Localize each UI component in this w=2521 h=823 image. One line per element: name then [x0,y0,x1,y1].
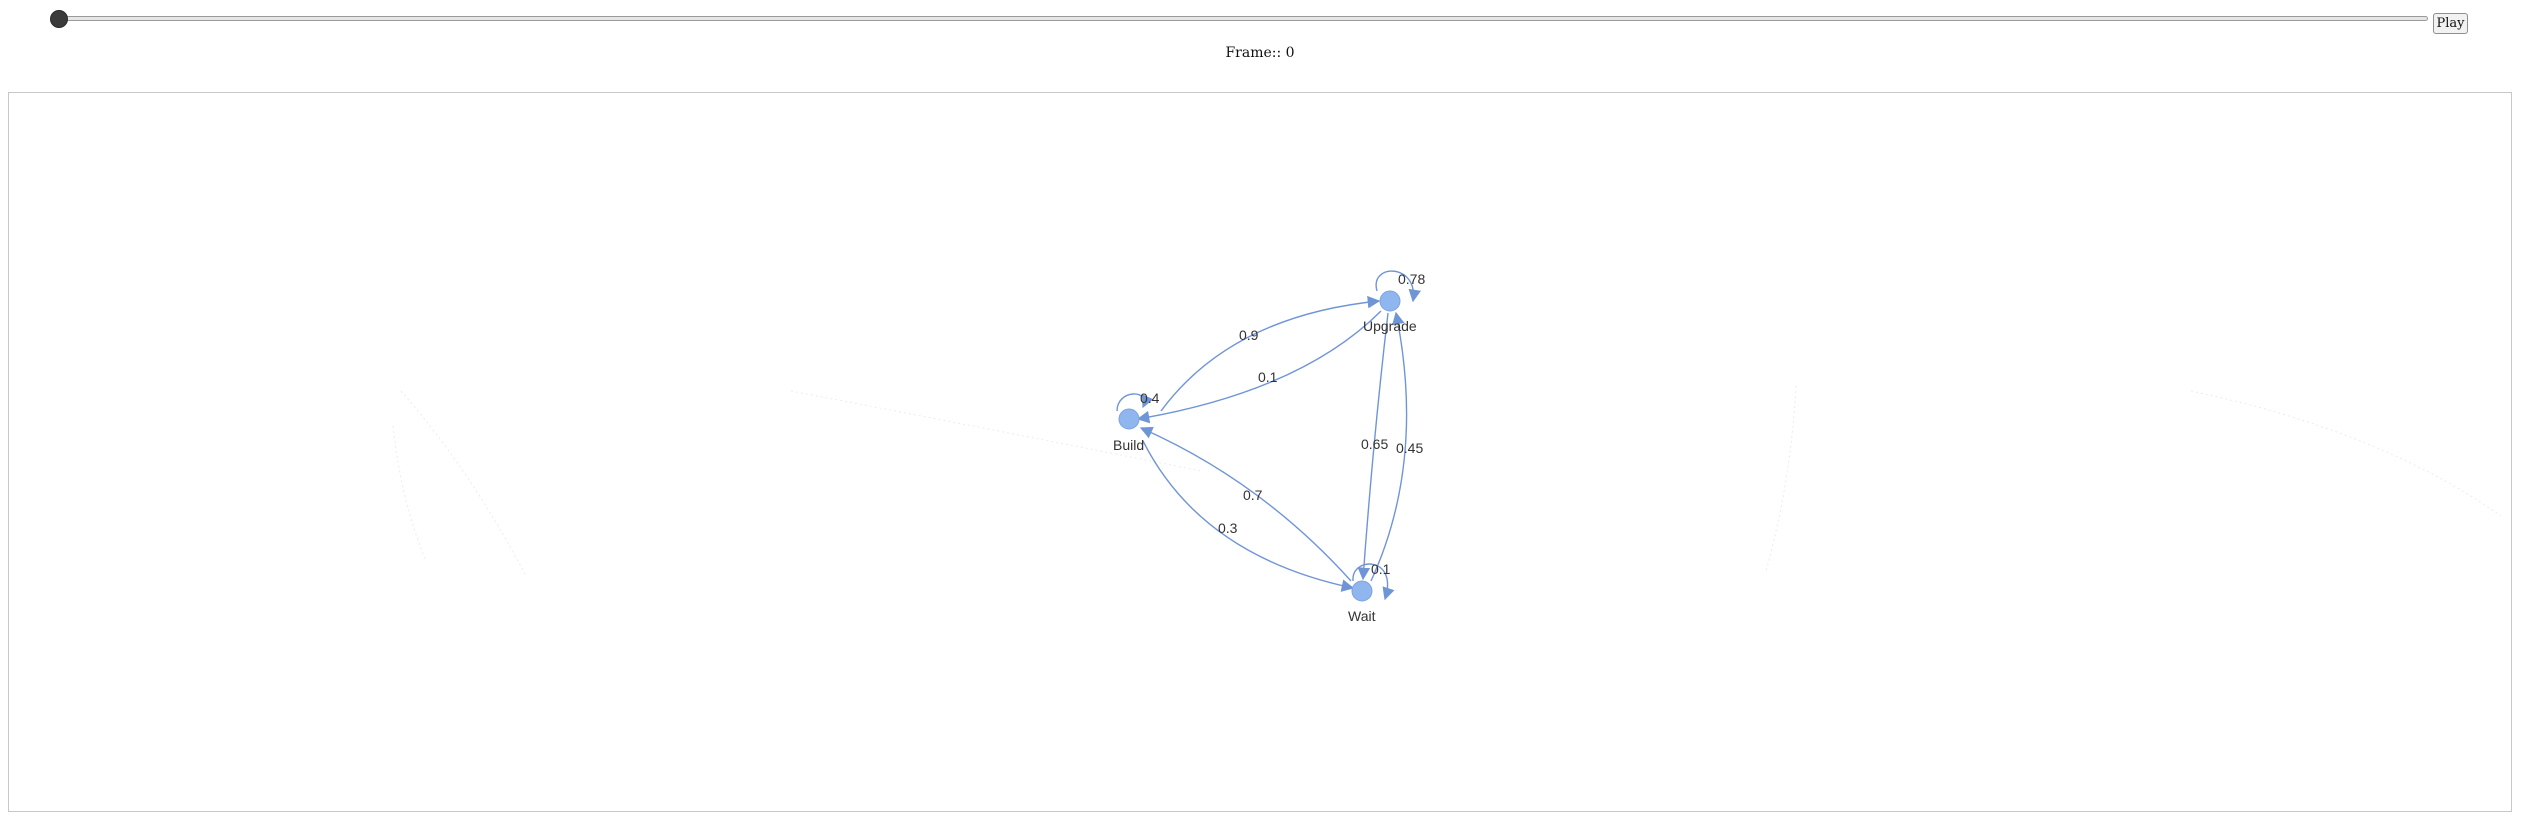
frame-slider-thumb[interactable] [50,10,68,28]
play-button[interactable]: Play [2433,13,2468,34]
edge-label-wait-to-upgrade: 0.45 [1396,440,1423,456]
graph-canvas[interactable]: Upgrade Build Wait 0.78 0.4 0.1 0.9 0.1 … [9,93,2511,811]
frame-counter: Frame:: 0 [1225,45,1295,61]
node-upgrade[interactable] [1379,290,1401,312]
edge-wait-to-build[interactable] [1139,426,1352,582]
edge-label-wait-self: 0.1 [1371,561,1391,577]
edge-label-build-self: 0.4 [1140,390,1160,406]
edge-build-to-upgrade[interactable] [1160,295,1381,412]
self-loop-build[interactable] [1116,393,1154,412]
edge-label-upgrade-self: 0.78 [1398,271,1425,287]
edge-label-upgrade-to-wait: 0.65 [1361,436,1388,452]
graph-panel[interactable]: Upgrade Build Wait 0.78 0.4 0.1 0.9 0.1 … [8,92,2512,812]
node-build[interactable] [1118,408,1140,430]
edge-label-upgrade-to-build: 0.1 [1258,369,1278,385]
edge-upgrade-to-build[interactable] [1136,310,1382,424]
ghost-traces [392,385,2502,577]
node-label-wait: Wait [1348,608,1376,624]
edge-label-build-to-wait: 0.3 [1218,520,1238,536]
node-wait[interactable] [1351,580,1373,602]
node-label-upgrade: Upgrade [1363,318,1417,334]
edge-label-wait-to-build: 0.7 [1243,487,1263,503]
node-label-build: Build [1113,437,1144,453]
edge-upgrade-to-wait[interactable] [1357,312,1389,581]
edge-wait-to-upgrade[interactable] [1370,311,1408,582]
self-loop-wait[interactable] [1352,563,1395,601]
frame-slider-track[interactable] [58,16,2428,21]
self-loop-upgrade[interactable] [1375,270,1421,303]
edge-build-to-wait[interactable] [1142,440,1355,592]
edge-label-build-to-upgrade: 0.9 [1239,327,1259,343]
